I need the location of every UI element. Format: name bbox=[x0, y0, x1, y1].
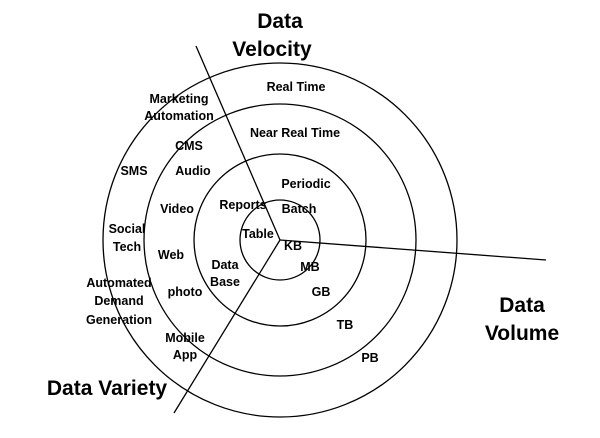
ring-2 bbox=[193, 153, 367, 327]
label-gb: GB bbox=[312, 285, 331, 299]
variety-axis-line bbox=[173, 239, 281, 414]
velocity-title-line-1: Data bbox=[257, 10, 303, 33]
volume-title-line-1: Data bbox=[499, 294, 545, 317]
label-data-base-line-2: Base bbox=[210, 275, 240, 289]
label-social-tech-line-2: Tech bbox=[113, 240, 141, 254]
label-batch: Batch bbox=[282, 202, 317, 216]
label-data-base-line-1: Data bbox=[211, 258, 239, 272]
label-audio: Audio bbox=[175, 164, 211, 178]
label-automated-demand-generation-line-1: Automated bbox=[86, 276, 151, 290]
rings bbox=[102, 62, 458, 418]
ring-1 bbox=[239, 199, 321, 281]
label-mobile-app-line-2: App bbox=[173, 348, 198, 362]
label-web: Web bbox=[158, 248, 185, 262]
label-mb: MB bbox=[300, 260, 319, 274]
label-table: Table bbox=[242, 227, 274, 241]
label-marketing-automation-line-1: Marketing bbox=[149, 92, 208, 106]
velocity-axis-line bbox=[195, 45, 281, 241]
volume-axis-line bbox=[279, 239, 547, 261]
label-photo: photo bbox=[168, 285, 203, 299]
label-reports: Reports bbox=[219, 198, 266, 212]
label-real-time: Real Time bbox=[267, 80, 326, 94]
label-social-tech-line-1: Social bbox=[109, 222, 146, 236]
axis-lines bbox=[173, 45, 547, 414]
label-mobile-app-line-1: Mobile bbox=[165, 331, 205, 345]
volume-title-line-2: Volume bbox=[485, 322, 559, 345]
label-video: Video bbox=[160, 202, 194, 216]
variety-title: Data Variety bbox=[47, 377, 168, 400]
label-cms: CMS bbox=[175, 139, 203, 153]
label-tb: TB bbox=[337, 318, 354, 332]
label-periodic: Periodic bbox=[281, 177, 330, 191]
label-automated-demand-generation-line-2: Demand bbox=[94, 294, 143, 308]
ring-3 bbox=[143, 103, 417, 377]
label-near-real-time: Near Real Time bbox=[250, 126, 340, 140]
label-marketing-automation-line-2: Automation bbox=[144, 109, 213, 123]
label-pb: PB bbox=[361, 351, 378, 365]
label-automated-demand-generation-line-3: Generation bbox=[86, 313, 152, 327]
label-sms: SMS bbox=[120, 164, 147, 178]
ring-4 bbox=[102, 62, 458, 418]
label-kb: KB bbox=[284, 239, 302, 253]
velocity-title-line-2: Velocity bbox=[232, 38, 312, 61]
